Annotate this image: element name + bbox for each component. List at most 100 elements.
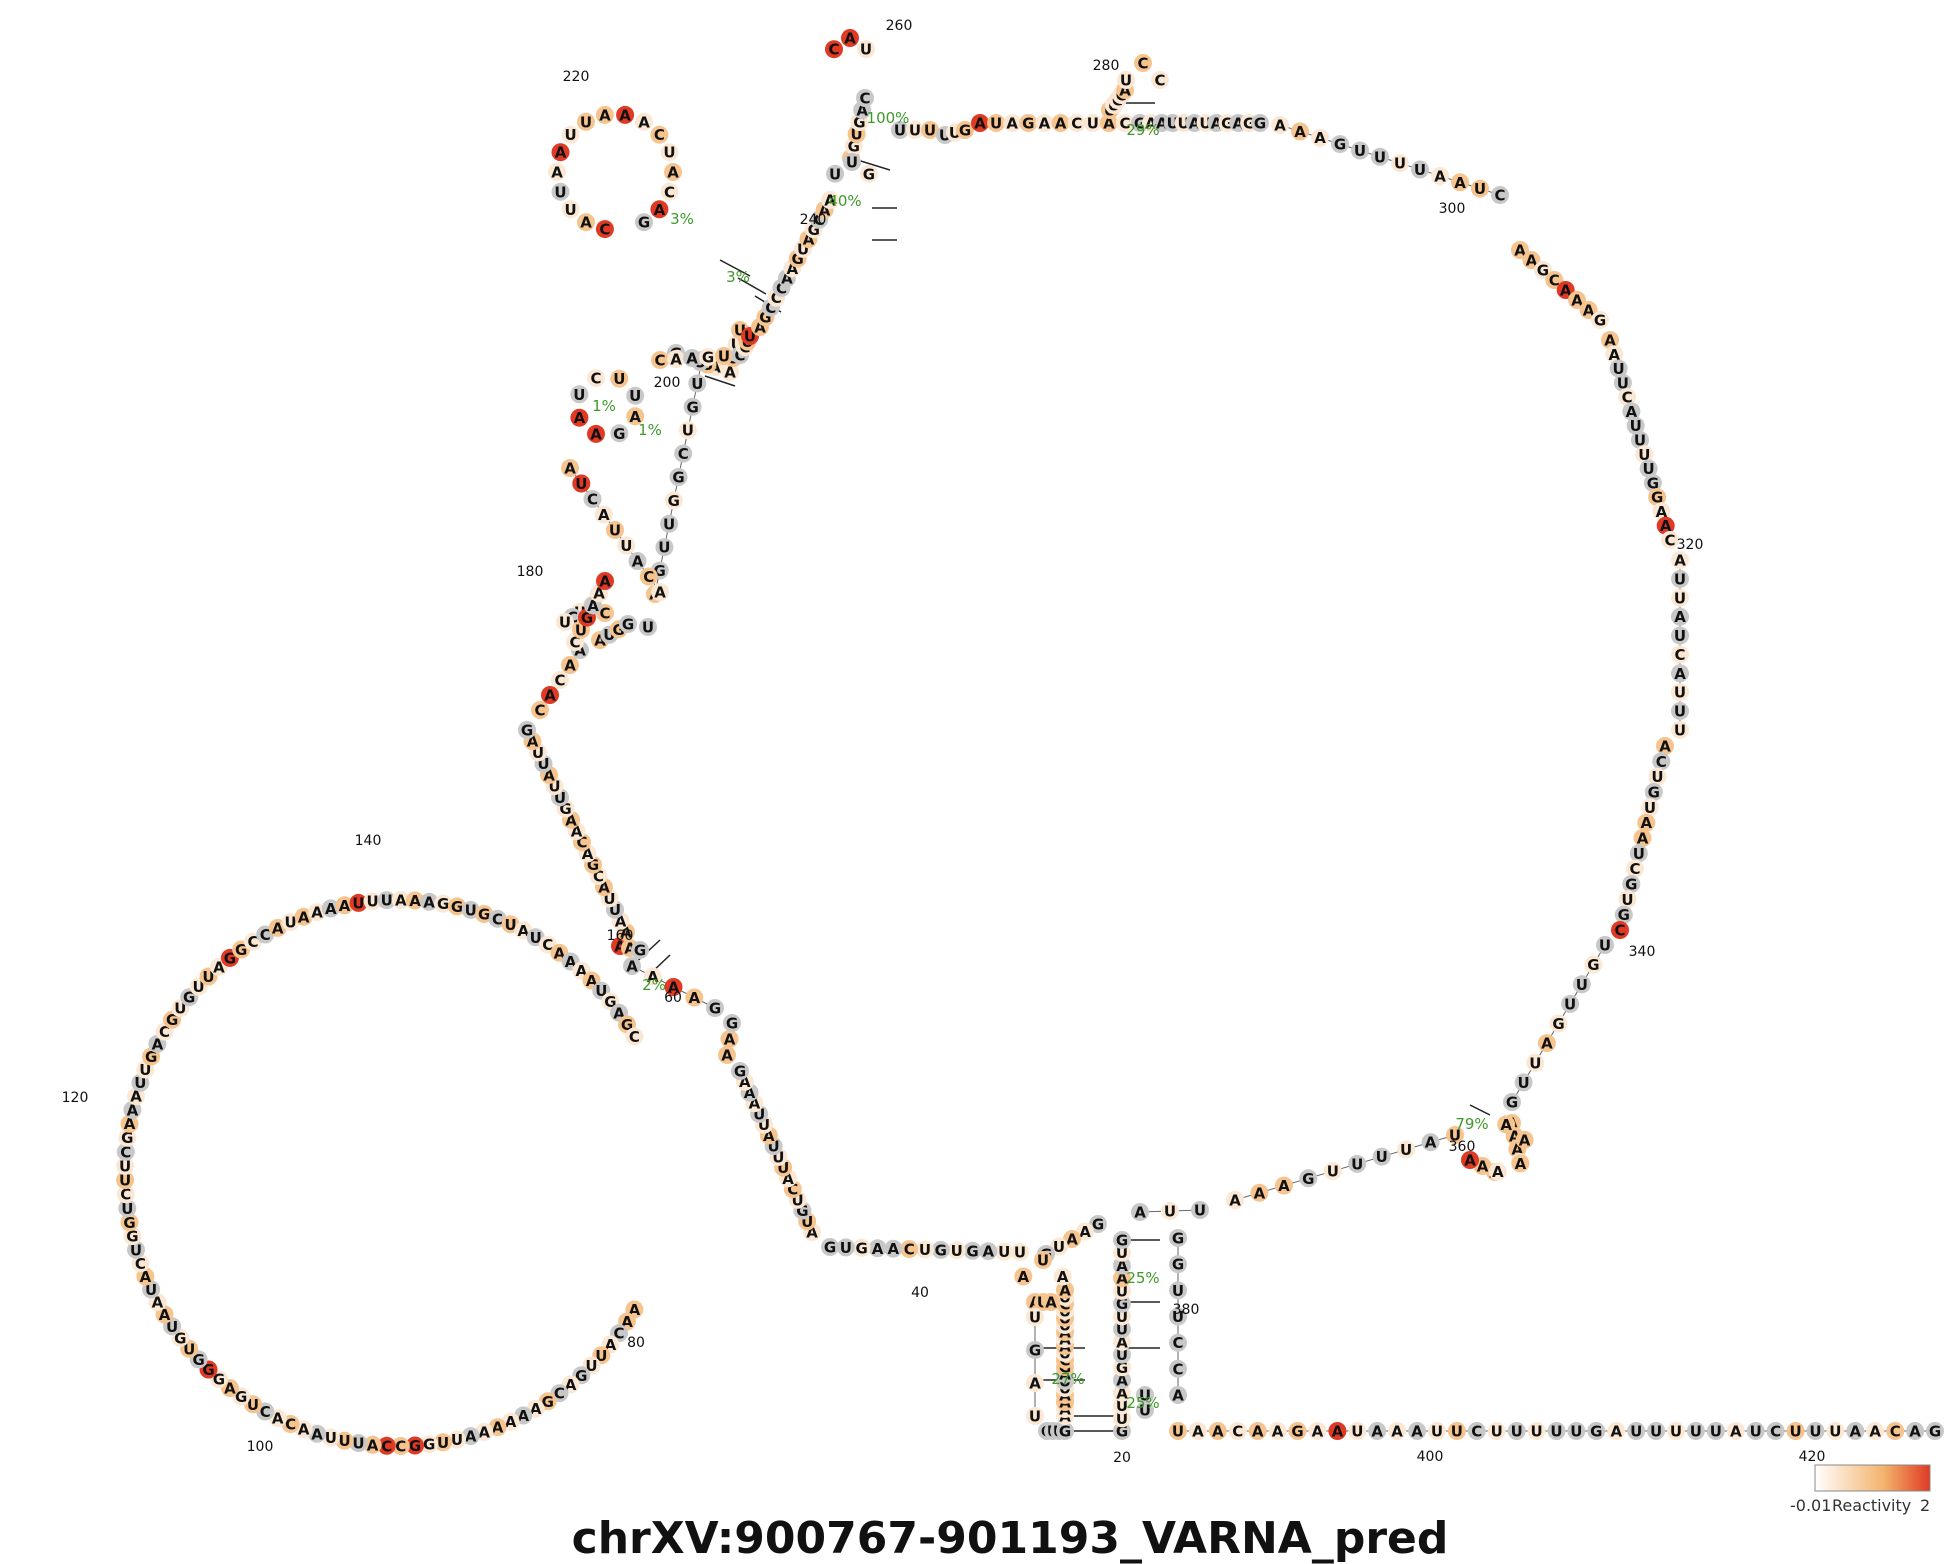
nucleotide-circle [956,121,974,139]
position-number: 220 [563,69,590,85]
nucleotide: A [1208,1422,1227,1441]
nucleotide-letter: C [1622,389,1633,407]
position-number: 20 [1113,1450,1131,1466]
nucleotide-circle [1511,1154,1530,1173]
nucleotide-circle [1661,531,1679,549]
nucleotide: U [1572,975,1591,994]
nucleotide-circle [1766,1422,1785,1440]
nucleotide-circle [1497,1115,1516,1134]
nucleotide-circle [1706,1422,1725,1440]
nucleotide-letter: U [1710,1423,1722,1441]
nucleotide-letter: C [1656,753,1667,771]
nucleotide-letter: A [124,1115,136,1133]
nucleotide-circle [916,1240,934,1259]
nucleotide-letter: A [1116,1333,1128,1351]
nucleotide-letter: A [1610,1423,1622,1441]
nucleotide-circle [116,1185,135,1204]
nucleotide: C [1228,1422,1247,1441]
nucleotide-letter: G [824,1239,836,1257]
nucleotide-circle [1515,1130,1534,1149]
nucleotide-letter: A [1116,1372,1128,1390]
nucleotide: C [1169,1359,1187,1378]
nucleotide: A [1169,1386,1187,1405]
nucleotide: U [995,1242,1014,1261]
nucleotide-letter: A [1656,503,1668,521]
position-number: 360 [1449,1139,1476,1155]
position-number: 260 [886,18,913,34]
nucleotide-letter: U [559,614,571,632]
nucleotide: A [1652,502,1671,521]
nucleotide-letter: C [1471,1423,1482,1441]
nucleotide: C [551,671,569,690]
nucleotide-letter: U [367,893,379,911]
nucleotide-circle [1626,859,1644,878]
nucleotide-circle [1421,1133,1440,1152]
nucleotide-letter: A [272,1410,284,1428]
nucleotide-letter: U [1431,1423,1443,1441]
nucleotide-circle [1050,1237,1068,1256]
nucleotide-letter: A [1500,1116,1512,1134]
position-number: 400 [1417,1449,1444,1465]
nucleotide-letter: C [381,1437,392,1455]
nucleotide-letter: U [1674,684,1686,702]
nucleotide: C [1886,1422,1905,1441]
nucleotide-circle [1328,1422,1347,1440]
nucleotide-circle [1268,1422,1287,1440]
nucleotide-circle [587,424,605,443]
nucleotide: A [120,1114,139,1133]
nucleotide-letter: A [1541,1035,1553,1053]
nucleotide-letter: A [688,989,700,1007]
nucleotide-circle [1151,71,1169,89]
nucleotide-letter: U [919,1241,931,1259]
nucleotide: G [852,1238,871,1257]
nucleotide-letter: A [298,908,310,926]
position-number: 240 [800,212,827,228]
nucleotide-circle [669,468,688,486]
nucleotide-circle [1248,1422,1267,1440]
nucleotide-circle [120,1213,139,1232]
nucleotide-letter: A [654,584,666,602]
nucleotide: U [1169,1281,1187,1300]
nucleotide: U [335,1431,354,1450]
nucleotide: U [1113,1307,1131,1326]
nucleotide-letter: A [1312,1423,1324,1441]
nucleotide: U [617,536,636,555]
nucleotide: G [1113,1231,1131,1250]
nucleotide: U [1626,416,1645,435]
nucleotide-letter: C [776,279,787,297]
position-number: 60 [664,990,682,1006]
nucleotide: U [1667,1422,1685,1441]
nucleotide-letter: A [1674,552,1686,570]
nucleotide: A [1226,1191,1244,1210]
nucleotide: G [1026,1341,1044,1360]
nucleotide-letter: C [1549,272,1560,290]
nucleotide-circle [335,896,354,915]
nucleotide-circle [987,114,1006,132]
nucleotide-circle [651,351,669,369]
nucleotide-letter: U [1451,1423,1463,1441]
nucleotide-circle [1491,186,1509,204]
nucleotide: C [660,182,679,201]
nucleotide-circle [595,220,614,239]
nucleotide-letter: U [1139,1387,1151,1405]
backbone-layer [526,89,1935,1432]
nucleotide-circle [1667,1422,1685,1440]
nucleotide-circle [1609,359,1628,378]
nucleotide-letter: U [1164,1203,1176,1221]
nucleotide-circle [577,213,595,232]
nucleotide: G [1288,1422,1307,1441]
nucleotide-letter: U [613,370,625,388]
nucleotide: A [1607,1422,1626,1441]
nucleotide-letter: A [887,1240,899,1258]
nucleotide: A [1113,1371,1131,1390]
nucleotide: A [570,408,589,427]
nucleotide: G [1251,114,1269,133]
nucleotide-circle [900,1240,919,1259]
nucleotide: G [448,897,466,916]
nucleotide-circle [1099,114,1118,132]
position-number: 420 [1799,1449,1826,1465]
nucleotide-circle [655,538,674,557]
nucleotide-letter: A [1116,1384,1128,1402]
nucleotide: A [685,988,704,1007]
nucleotide-circle [1274,1176,1293,1195]
